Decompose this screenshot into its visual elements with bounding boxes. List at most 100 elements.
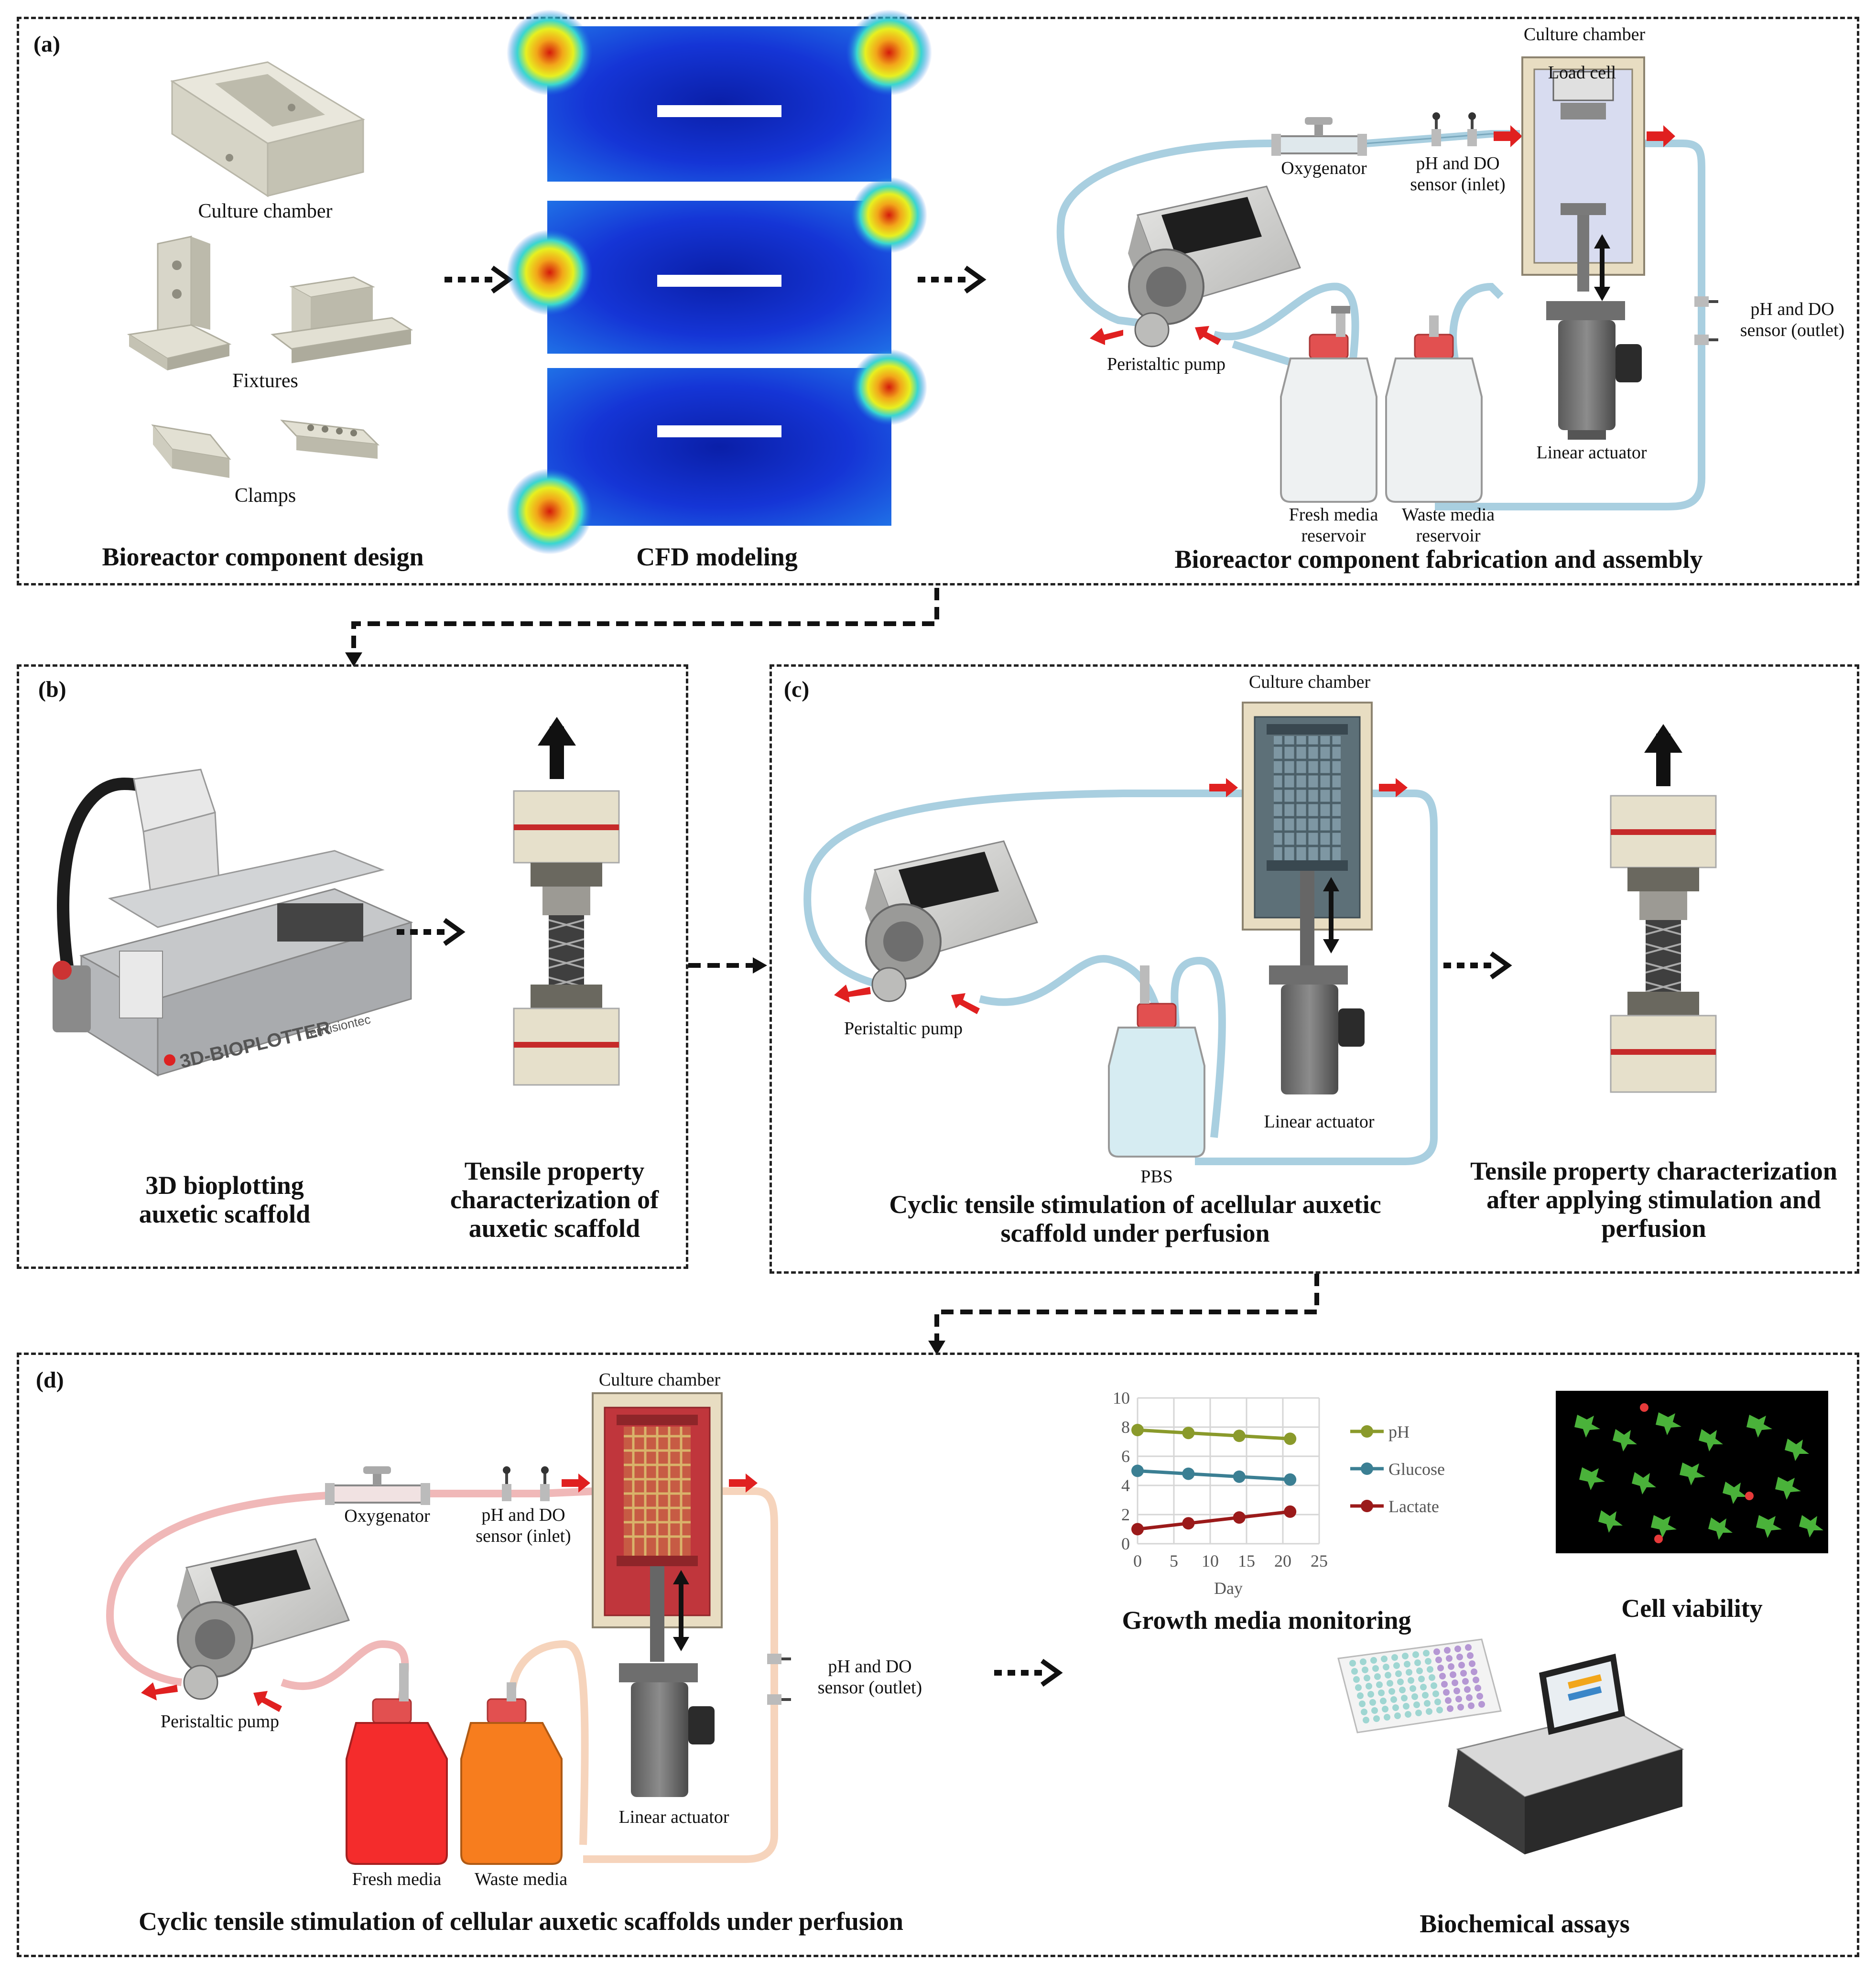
well (1364, 1675, 1370, 1681)
well (1390, 1696, 1397, 1703)
arrow-cfd-to-assembly (918, 265, 987, 294)
caption-growth-media: Growth media monitoring (1122, 1606, 1411, 1635)
well (1406, 1669, 1412, 1676)
arrow-stim-to-tensile (1443, 951, 1512, 980)
well (1360, 1658, 1366, 1665)
linear-actuator-label-d: Linear actuator (618, 1807, 729, 1827)
well (1465, 1644, 1472, 1651)
well (1467, 1652, 1474, 1659)
peristaltic-pump-d (177, 1538, 350, 1700)
peristaltic-pump-label-c: Peristaltic pump (844, 1018, 963, 1039)
ph-do-sensor-inlet-a (1431, 112, 1477, 146)
well (1435, 1657, 1442, 1663)
well (1401, 1695, 1408, 1701)
well (1468, 1702, 1475, 1709)
chart-xtick-label: 0 (1133, 1551, 1142, 1570)
ph-do-inlet-label-d: pH and DO sensor (inlet) (476, 1505, 571, 1546)
well (1433, 1648, 1440, 1655)
linear-actuator-label-a: Linear actuator (1536, 443, 1647, 463)
well (1437, 1665, 1444, 1671)
well (1466, 1694, 1473, 1701)
chart-point-glucose (1233, 1470, 1246, 1483)
well (1380, 1698, 1387, 1704)
well (1457, 1704, 1464, 1711)
well (1473, 1677, 1479, 1683)
chart-xtick-label: 20 (1274, 1551, 1291, 1570)
panel-d-label: (d) (36, 1367, 64, 1393)
chart-series-line-glucose (1137, 1469, 1290, 1482)
chart-xtick-label: 25 (1311, 1551, 1328, 1570)
culture-chamber-label-c: Culture chamber (1248, 672, 1371, 692)
panel-b (17, 664, 688, 1269)
tubing-c (803, 790, 1438, 1165)
well (1436, 1707, 1443, 1713)
well (1418, 1676, 1425, 1682)
well (1371, 1707, 1378, 1714)
panel-c (770, 664, 1859, 1274)
caption-cellular-stimulation: Cyclic tensile stimulation of cellular a… (139, 1907, 903, 1936)
well (1422, 1692, 1429, 1699)
well (1359, 1700, 1366, 1707)
well (1395, 1670, 1402, 1677)
flow-arrows-c (834, 778, 1408, 1014)
chart-xtick-label: 5 (1170, 1551, 1178, 1570)
caption-bioplotting: 3D bioplotting auxetic scaffold (139, 1171, 311, 1228)
well (1469, 1660, 1475, 1667)
chart-point-lactate (1131, 1523, 1144, 1536)
clamps-model (151, 420, 380, 478)
waste-reservoir-label-a: Waste media reservoir (1401, 505, 1495, 546)
chart-ytick-label: 8 (1121, 1418, 1130, 1437)
well (1443, 1689, 1450, 1696)
well (1444, 1647, 1451, 1654)
well (1410, 1685, 1416, 1692)
well (1434, 1699, 1441, 1705)
clamps-model-label: Clamps (234, 485, 296, 507)
chart-xtick-label: 15 (1238, 1551, 1255, 1570)
well (1394, 1712, 1401, 1719)
well (1455, 1696, 1462, 1702)
panel-a (17, 17, 1859, 585)
chart-point-glucose (1284, 1473, 1297, 1486)
chart-series-line-lactate (1137, 1510, 1290, 1531)
chart-xlabel: Day (1214, 1579, 1243, 1598)
panel-b-label: (b) (38, 677, 66, 702)
well (1476, 1693, 1483, 1700)
caption-tensile-c: Tensile property characterization after … (1470, 1157, 1837, 1243)
linear-actuator-c (1269, 965, 1365, 1094)
well (1376, 1681, 1383, 1688)
fresh-reservoir-label-a: Fresh media reservoir (1289, 505, 1378, 546)
caption-acellular-stimulation: Cyclic tensile stimulation of acellular … (889, 1190, 1381, 1247)
well (1378, 1689, 1385, 1696)
well (1372, 1665, 1379, 1672)
ph-do-sensor-outlet-a (1694, 296, 1718, 345)
culture-chamber-label-d: Culture chamber (598, 1370, 721, 1390)
chart-ytick-label: 2 (1121, 1505, 1130, 1524)
waste-media-reservoir-a (1385, 315, 1483, 503)
well (1415, 1710, 1422, 1716)
fresh-media-reservoir-a (1280, 306, 1377, 503)
well (1397, 1679, 1404, 1685)
well (1382, 1706, 1388, 1712)
chart-point-lactate (1233, 1511, 1246, 1524)
cfd-plot-bottom (507, 349, 927, 554)
well (1391, 1654, 1398, 1661)
well (1402, 1653, 1409, 1659)
caption-biochemical-assays: Biochemical assays (1420, 1909, 1630, 1938)
chart-ytick-label: 0 (1121, 1534, 1130, 1553)
culture-chamber-c (1242, 702, 1373, 966)
tubing-d (106, 1487, 778, 1863)
well (1454, 1646, 1461, 1652)
well (1351, 1668, 1358, 1675)
well (1425, 1658, 1431, 1665)
well (1423, 1650, 1430, 1657)
pbs-bottle (1108, 965, 1205, 1158)
well (1439, 1673, 1446, 1679)
plate-reader (1448, 1654, 1684, 1854)
well (1413, 1701, 1420, 1708)
well (1353, 1676, 1360, 1683)
panel-d (17, 1353, 1859, 1957)
cfd-plot-top (507, 10, 932, 182)
cfd-plot-middle (507, 177, 927, 354)
